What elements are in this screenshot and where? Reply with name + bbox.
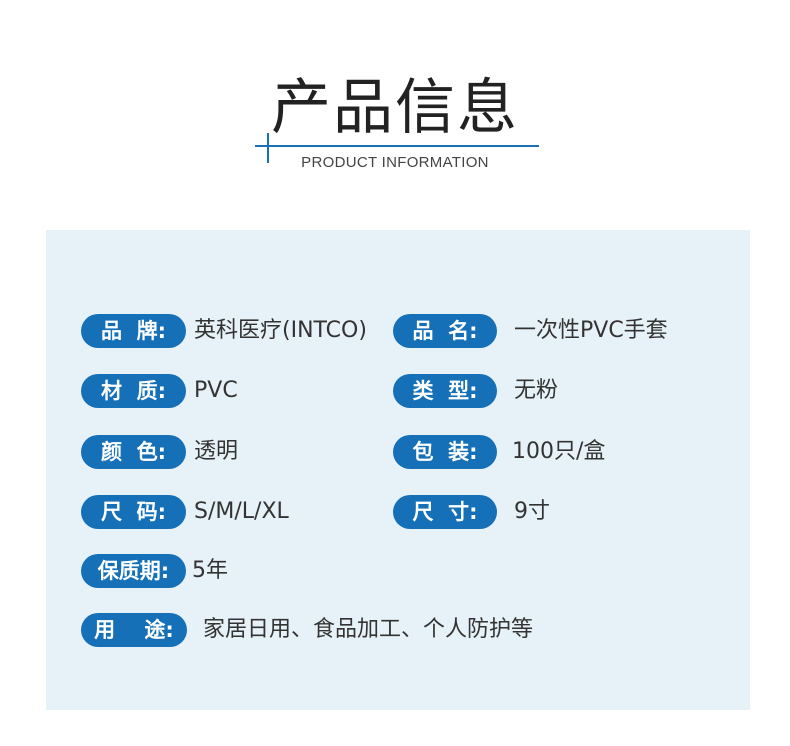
spec-row: 颜 色: 透明 包 装: 100只/盒 <box>0 435 790 469</box>
usage-value: 家居日用、食品加工、个人防护等 <box>203 617 534 642</box>
usage-label: 用 途: <box>81 613 187 647</box>
type-label: 类 型: <box>393 374 497 408</box>
size-value: S/M/L/XL <box>194 499 289 524</box>
shelf-life-label: 保质期: <box>81 554 186 588</box>
spec-row: 用 途: 家居日用、食品加工、个人防护等 <box>0 613 790 647</box>
spec-row: 品 牌: 英科医疗(INTCO) 品 名: 一次性PVC手套 <box>0 314 790 348</box>
spec-row: 材 质: PVC 类 型: 无粉 <box>0 374 790 408</box>
material-label: 材 质: <box>81 374 186 408</box>
title-underline <box>255 145 539 147</box>
product-name-value: 一次性PVC手套 <box>514 318 668 343</box>
shelf-life-value: 5年 <box>192 558 228 583</box>
type-value: 无粉 <box>514 378 559 403</box>
package-value: 100只/盒 <box>512 439 606 464</box>
dimension-value: 9寸 <box>514 499 550 524</box>
page-title: 产品信息 <box>271 73 519 143</box>
package-label: 包 装: <box>393 435 497 469</box>
spec-row: 保质期: 5年 <box>0 554 790 588</box>
color-value: 透明 <box>194 439 239 464</box>
title-block: 产品信息 PRODUCT INFORMATION <box>0 0 790 200</box>
size-label: 尺 码: <box>81 495 186 529</box>
dimension-label: 尺 寸: <box>393 495 497 529</box>
spec-row: 尺 码: S/M/L/XL 尺 寸: 9寸 <box>0 495 790 529</box>
color-label: 颜 色: <box>81 435 186 469</box>
product-name-label: 品 名: <box>393 314 497 348</box>
title-accent-mark <box>267 133 269 163</box>
material-value: PVC <box>194 378 238 403</box>
page-subtitle: PRODUCT INFORMATION <box>301 154 489 171</box>
brand-label: 品 牌: <box>81 314 186 348</box>
brand-value: 英科医疗(INTCO) <box>194 318 367 343</box>
